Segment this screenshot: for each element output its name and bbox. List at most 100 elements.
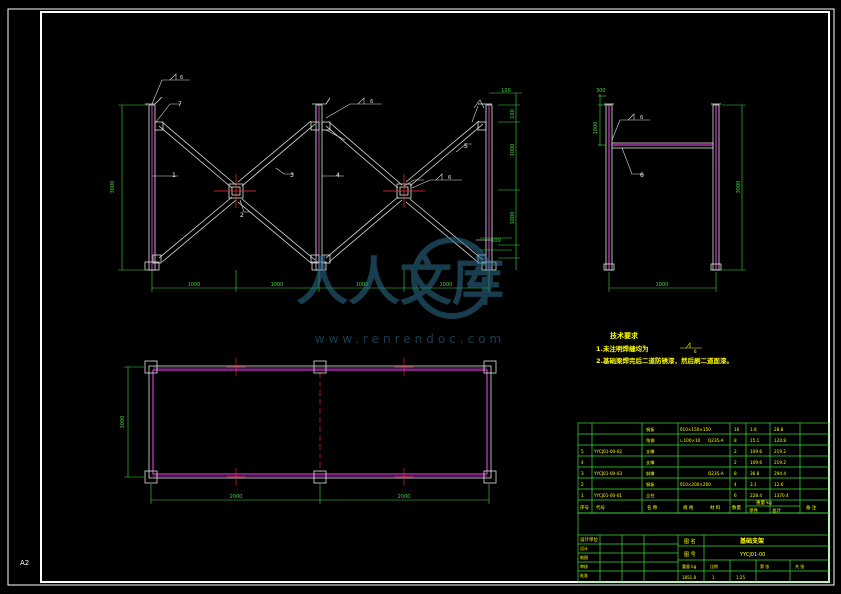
bom-cell-w2: 28.8 (774, 427, 784, 432)
front-leaders (152, 103, 472, 213)
callout-5: 5 (464, 143, 468, 150)
dim-front-span-2: 1000 (271, 282, 284, 288)
callout-1: 1 (172, 172, 176, 179)
bom-cell-name: 支撑 (646, 448, 655, 455)
column-2 (310, 97, 331, 271)
bom-cell-w2: 219.2 (774, 449, 786, 454)
dim-front-span-1: 1000 (188, 282, 201, 288)
bom-cell-qty: 2 (734, 460, 737, 465)
dim-front-span-4: 1000 (440, 282, 453, 288)
bom-header-code: 代号 (596, 504, 605, 511)
technical-notes: 技术要求 1.未注明焊缝均为 6 2.基础梁焊完后二道防锈漆，然后刷二道面漆。 (596, 331, 733, 365)
weld-note-size: 6 (694, 349, 697, 354)
bom-cell-w1: 15.1 (750, 438, 760, 443)
bom-cell-w1: 228.4 (750, 493, 762, 498)
bom-header-name: 名 称 (647, 504, 658, 511)
sheet-label: 第 张 (760, 563, 769, 569)
bom-cell-w2: 12.6 (774, 482, 784, 487)
title-code-value: YYCJ01-00 (739, 552, 765, 558)
drawing-border (40, 11, 830, 583)
bom-cell-qty: 16 (734, 427, 740, 432)
weight-label: 重量 kg (682, 563, 697, 569)
title-block: 图 名 基础支架 图 号 YYCJ01-00 设计单位 设计 制图 审核 批准 … (580, 536, 804, 580)
bom-cell-spec: ∟100×10 (680, 438, 701, 443)
watermark: 人人文库 www.renrendoc.com (296, 237, 505, 346)
bom-cell-w2: 219.2 (774, 460, 786, 465)
bom-cell-no: 5 (581, 449, 584, 454)
dim-plan-span-2: 2000 (398, 494, 411, 500)
bom-cell-no: 4 (581, 460, 584, 465)
bom-header-total: 总计 (772, 507, 781, 514)
watermark-url: www.renrendoc.com (315, 332, 505, 346)
bom-cell-code: YYCJ01-00-01 (593, 493, 622, 498)
bom-cell-name: 支撑 (646, 459, 655, 466)
bom-cell-name: 角钢 (646, 437, 654, 444)
dim-front-top-right: 100 (501, 88, 511, 94)
callout-2: 2 (240, 212, 244, 219)
callout-3: 3 (290, 172, 294, 179)
dim-side-height: 3000 (736, 181, 742, 194)
bom-header-weight: 重量 kg (756, 499, 772, 506)
bom-cell-w2: 294.4 (774, 471, 786, 476)
weld-label-1: 6 (180, 75, 183, 81)
bom-cell-qty: 8 (734, 471, 737, 476)
base-gusset (152, 254, 162, 264)
callout-6: 6 (640, 172, 644, 179)
bom-cell-name: 斜撑 (646, 470, 655, 477)
dim-side-top: 300 (596, 88, 606, 94)
design-unit-label: 设计单位 (580, 536, 598, 543)
title-name-label: 图 名 (684, 538, 696, 545)
bill-of-materials (577, 422, 830, 583)
dim-plan-span-1: 2000 (230, 494, 243, 500)
bom-cell-w1: 3.1 (750, 482, 757, 487)
weld-note-symbol (680, 342, 702, 349)
dim-side-width: 1000 (656, 282, 669, 288)
dim-front-right-2: 1000 (510, 144, 516, 157)
bom-cell-qty: 6 (734, 493, 737, 498)
outer-frame (7, 8, 835, 586)
side-view: 300 1000 3000 1000 6 6 (593, 88, 746, 292)
bom-cell-no: 2 (581, 482, 584, 487)
sign-row-4: 批准 (580, 572, 588, 578)
bom-cell-mat: Q235-A (708, 471, 724, 476)
bom-cell-name: 钢板 (646, 426, 655, 433)
dim-front-height: 3000 (110, 181, 116, 194)
bom-cell-qty: 4 (734, 482, 737, 487)
bom-header-spec: 规 格 (683, 504, 694, 511)
bom-cell-w2: 1370.4 (774, 493, 789, 498)
dim-front-right-1: 100 (510, 109, 516, 119)
bom-cell-w1: 109.6 (750, 460, 762, 465)
plan-view: 1000 2000 2000 (120, 358, 497, 504)
braces-bay-1 (158, 120, 316, 264)
scale-label: 比例 (710, 563, 718, 569)
column-1 (144, 96, 164, 271)
column-3 (477, 103, 497, 271)
scale-value: 1:25 (736, 575, 745, 580)
bom-cell-w1: 36.8 (750, 471, 760, 476)
center-marks-front (214, 174, 425, 208)
weld-label-2: 6 (370, 99, 373, 105)
bom-cell-no: 1 (581, 493, 584, 498)
weld-label-4: 6 (640, 115, 643, 121)
title-name-value: 基础支架 (739, 537, 764, 545)
bom-cell-mat: Q235-A (708, 438, 724, 443)
notes-line-2: 2.基础梁焊完后二道防锈漆，然后刷二道面漆。 (596, 356, 733, 365)
title-code-label: 图 号 (684, 552, 696, 558)
watermark-text: 人人文库 (296, 253, 504, 313)
callout-7: 7 (178, 101, 182, 108)
bom-header: 序号 代号 名 称 规 格 材 料 数量 单件 总计 重量 kg 备 注 (580, 499, 817, 514)
corner-mark: A2 (20, 559, 29, 567)
notes-line-1: 1.未注明焊缝均为 (596, 344, 649, 353)
weld-label-3: 6 (448, 175, 451, 181)
bom-cell-no: 3 (581, 471, 584, 476)
bom-cell-spec: δ10×150×150 (680, 427, 711, 432)
bom-header-no: 序号 (580, 504, 589, 511)
dim-side-upper: 1000 (593, 122, 599, 135)
bom-header-unit: 单件 (749, 507, 758, 514)
sign-row-1: 设计 (580, 545, 588, 551)
notes-title: 技术要求 (610, 331, 639, 340)
bom-cell-spec: δ10×200×200 (680, 482, 711, 487)
callout-4: 4 (336, 172, 340, 179)
